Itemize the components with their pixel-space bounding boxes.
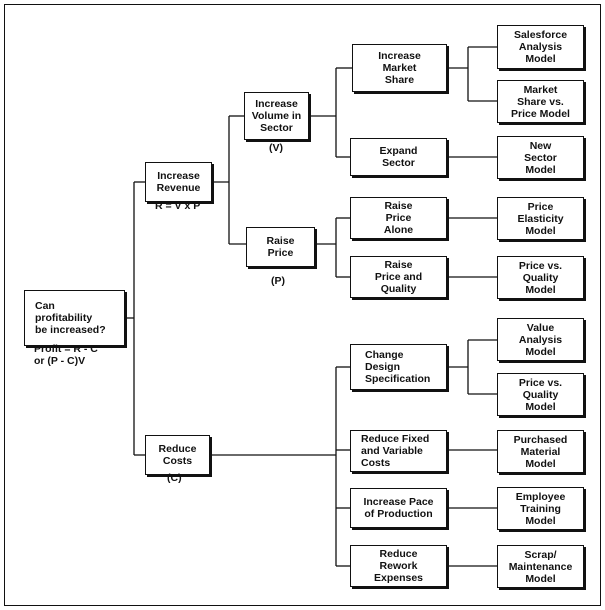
price-elasticity-model-box: Price Elasticity Model	[497, 197, 584, 240]
price-quality-model-label-2: Price vs. Quality Model	[518, 376, 563, 413]
increase-pace-label: Increase Pace of Production	[363, 496, 434, 520]
market-share-price-model-box: Market Share vs. Price Model	[497, 80, 584, 123]
employee-training-model-label: Employee Training Model	[515, 490, 566, 527]
reduce-costs-label: Reduce Costs	[158, 443, 197, 467]
raise-price-box: Raise Price	[246, 227, 315, 267]
raise-price-quality-label: Raise Price and Quality	[374, 259, 423, 295]
price-quality-model-box-1: Price vs. Quality Model	[497, 256, 584, 299]
new-sector-model-label: New Sector Model	[524, 139, 557, 176]
raise-price-alone-box: Raise Price Alone	[350, 197, 447, 239]
purchased-material-model-box: Purchased Material Model	[497, 430, 584, 473]
reduce-fixed-variable-label: Reduce Fixed and Variable Costs	[361, 433, 430, 469]
price-formula: (P)	[271, 275, 285, 287]
raise-price-label: Raise Price	[266, 235, 295, 259]
reduce-fixed-variable-box: Reduce Fixed and Variable Costs	[350, 430, 447, 472]
value-analysis-model-label: Value Analysis Model	[518, 321, 563, 358]
salesforce-model-label: Salesforce Analysis Model	[513, 29, 568, 65]
expand-sector-label: Expand Sector	[379, 145, 418, 169]
reduce-rework-label: Reduce Rework Expenses	[373, 548, 424, 584]
change-design-box: Change Design Specification	[350, 344, 447, 390]
value-analysis-model-box: Value Analysis Model	[497, 318, 584, 361]
increase-volume-box: Increase Volume in Sector	[244, 92, 309, 140]
root-formula: Profit = R - C or (P - C)V	[34, 343, 98, 367]
reduce-costs-box: Reduce Costs	[145, 435, 210, 475]
root-label: Can profitability be increased?	[35, 300, 106, 336]
employee-training-model-box: Employee Training Model	[497, 487, 584, 530]
increase-market-share-label: Increase Market Share	[378, 50, 421, 86]
scrap-maintenance-model-label: Scrap/ Maintenance Model	[508, 548, 573, 585]
price-elasticity-model-label: Price Elasticity Model	[517, 200, 564, 237]
diagram-frame	[4, 4, 601, 606]
increase-market-share-box: Increase Market Share	[352, 44, 447, 92]
market-share-price-model-label: Market Share vs. Price Model	[511, 83, 570, 120]
root-box: Can profitability be increased?	[24, 290, 125, 346]
change-design-label: Change Design Specification	[365, 349, 431, 385]
costs-formula: (C)	[167, 472, 182, 484]
increase-volume-label: Increase Volume in Sector	[251, 98, 302, 134]
raise-price-alone-label: Raise Price Alone	[383, 200, 414, 236]
price-quality-model-label-1: Price vs. Quality Model	[518, 259, 563, 296]
price-quality-model-box-2: Price vs. Quality Model	[497, 373, 584, 416]
increase-revenue-box: Increase Revenue	[145, 162, 212, 202]
reduce-rework-box: Reduce Rework Expenses	[350, 545, 447, 587]
raise-price-quality-box: Raise Price and Quality	[350, 256, 447, 298]
scrap-maintenance-model-box: Scrap/ Maintenance Model	[497, 545, 584, 588]
purchased-material-model-label: Purchased Material Model	[513, 433, 568, 470]
new-sector-model-box: New Sector Model	[497, 136, 584, 179]
increase-pace-box: Increase Pace of Production	[350, 488, 447, 528]
revenue-formula: R = V x P	[155, 200, 201, 212]
salesforce-model-box: Salesforce Analysis Model	[497, 25, 584, 69]
expand-sector-box: Expand Sector	[350, 138, 447, 176]
volume-formula: (V)	[269, 142, 283, 154]
increase-revenue-label: Increase Revenue	[156, 170, 201, 194]
